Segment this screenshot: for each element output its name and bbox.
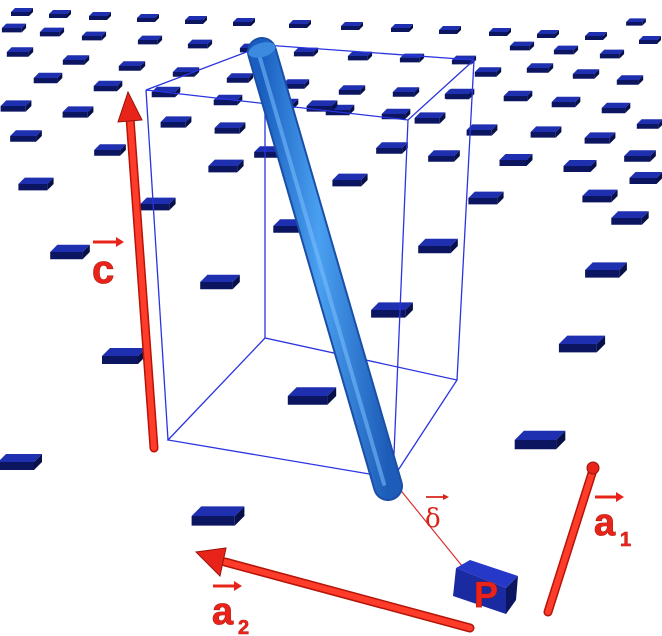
lattice-block [376,142,408,154]
lattice-block [81,31,107,41]
vector-c-arrow [117,90,159,453]
lattice-block [466,124,498,136]
lattice-block [94,144,126,156]
label-p: P [474,574,498,615]
lattice-block [102,348,146,364]
point-p-block [453,560,518,614]
lattice-block [10,130,42,142]
lattice-block [93,80,123,92]
lattice-block [611,211,649,225]
lattice-block [624,150,656,162]
lattice-block [185,16,207,24]
lattice-block [585,262,627,278]
lattice-block [89,12,111,20]
lattice-block [392,87,420,97]
lattice-block [140,197,176,211]
lattice-block [474,67,502,77]
lattice-block [509,41,535,51]
vector-a1-arrow [543,461,600,617]
lattice-block [585,32,607,40]
lattice-block [0,454,42,470]
lattice-block [172,67,200,77]
lattice-block [208,159,244,173]
lattice-block [551,96,581,108]
lattice-block [6,47,34,57]
lattice-block [530,126,562,138]
lattice-block [629,172,662,184]
lattice-block [599,49,625,59]
lattice-block [200,274,240,290]
cylinder-rod [247,37,403,501]
svg-text:a: a [594,502,616,544]
svg-text:a: a [212,591,234,633]
lattice-block [489,28,511,36]
lattice-block [137,14,159,22]
lattice-block [526,63,554,73]
lattice-block [439,26,461,34]
lattice-block [151,86,181,98]
lattice-block [282,79,310,89]
lattice-block [332,173,368,187]
lattice-block [233,18,255,26]
lattice-block [213,94,243,106]
lattice-block [50,244,90,260]
lattice-block [338,85,366,95]
lattice-block [601,102,631,114]
lattice-block [572,69,600,79]
lattice-block [418,238,458,254]
lattice-block [49,10,71,18]
lattice-block [553,45,579,55]
lattice-block [187,39,213,49]
lattice-block [62,106,94,118]
lattice-block [468,191,504,205]
lattice-block [287,387,337,405]
svg-text:1: 1 [620,529,631,551]
svg-text:2: 2 [238,617,249,636]
lattice-block [414,112,446,124]
lattice-block [514,430,566,450]
lattice-block [428,150,460,162]
lattice-block [563,160,597,172]
svg-text:c: c [92,248,114,292]
label-c: c [92,237,124,292]
lattice-block [584,132,616,144]
lattice-block [11,8,33,16]
lattice-block [18,177,54,191]
svg-text:δ: δ [425,504,441,534]
lattice-block [445,88,475,100]
label-delta: δ [425,494,449,534]
lattice-block [626,18,646,26]
lattice-block [33,72,63,84]
lattice-block [616,75,644,85]
lattice-block [582,189,618,203]
lattice-block [499,154,533,166]
lattice-block [191,506,245,526]
lattice-block [62,55,90,65]
lattice-block [39,27,65,37]
lattice-block [137,35,163,45]
lattice-block [636,119,662,129]
unit-cell-box [145,44,476,479]
lattice-block [118,61,146,71]
lattice-block [289,20,311,28]
lattice-block [537,30,559,38]
lattice-block [214,122,246,134]
lattice-block [558,335,606,353]
delta-line [397,486,468,573]
vector-a2-arrow [194,547,475,633]
lattice-block [503,90,533,102]
lattice-block [371,302,413,318]
label-a2: a 2 [212,581,249,636]
lattice-block [341,22,363,30]
lattice-block [1,23,27,33]
lattice-block [0,100,32,112]
lattice-block [226,73,254,83]
lattice-block [639,36,661,44]
lattice-block [391,24,413,32]
lattice-block [160,116,192,128]
label-a1: a 1 [594,492,631,551]
